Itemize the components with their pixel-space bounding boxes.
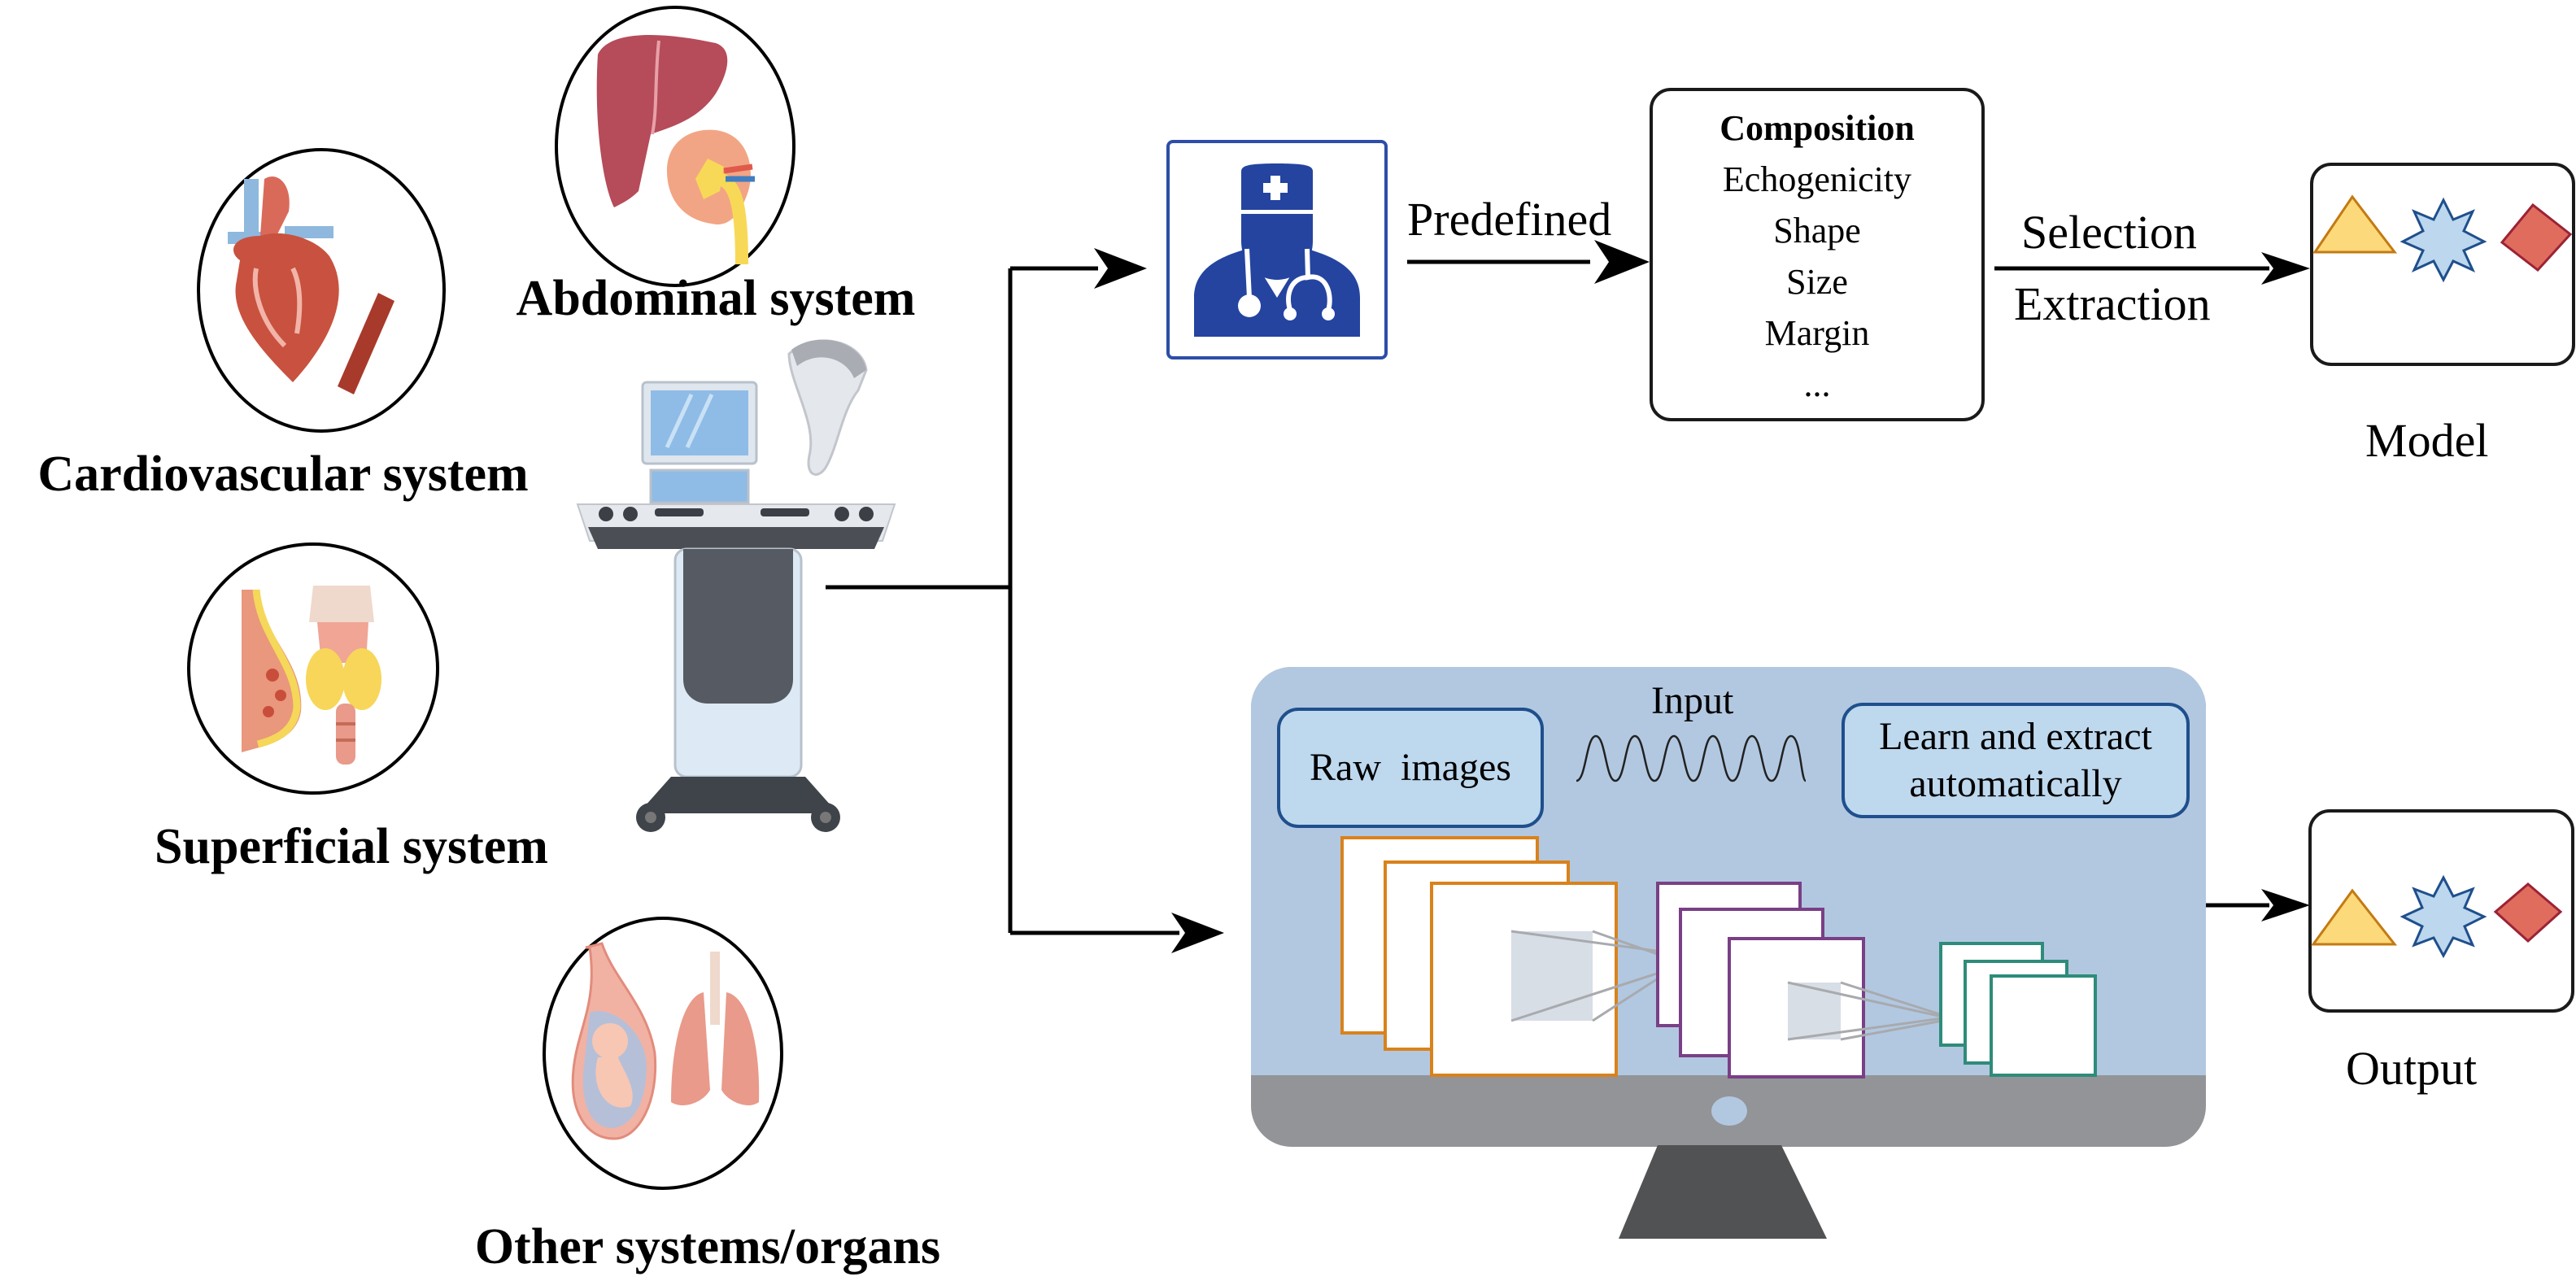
camera-dot (1711, 1096, 1747, 1126)
star-icon (2399, 197, 2487, 283)
other-systems-label: Other systems/organs (474, 1219, 941, 1274)
arrowhead-output (2261, 889, 2310, 922)
arrowhead-predefined (1594, 240, 1650, 284)
feature-item: Shape (1773, 211, 1861, 251)
pooling-region (1788, 983, 1841, 1039)
raw-images-label-box: Raw images (1277, 708, 1544, 828)
doctor-box (1166, 140, 1388, 359)
abdominal-system-label: Abdominal system (516, 271, 916, 326)
arrowhead-monitor (1171, 913, 1224, 953)
learn-extract-label-box: Learn and extract automatically (1842, 703, 2190, 818)
arrowhead-selection (2261, 252, 2310, 285)
star-icon (2399, 874, 2487, 959)
predefined-label: Predefined (1407, 193, 1612, 246)
feature-list-box: Composition Echogenicity Shape Size Marg… (1650, 88, 1985, 421)
model-box (2310, 163, 2575, 366)
liver-icon (596, 34, 728, 207)
diamond-icon (2493, 882, 2563, 943)
lungs-icon (671, 952, 760, 1106)
thyroid-icon (306, 586, 381, 765)
feature-item: Size (1786, 262, 1848, 302)
fetus-icon (571, 942, 657, 1140)
conv-kernel-region (1511, 931, 1593, 1021)
superficial-system-label: Superficial system (155, 819, 548, 874)
superficial-organs-circle (187, 542, 439, 795)
blood-vessel-icon (338, 293, 394, 394)
feature-item: Margin (1764, 313, 1870, 353)
kidney-icon (667, 129, 755, 265)
triangle-icon (2312, 194, 2398, 254)
heart-icon (228, 176, 339, 382)
result-shapes (2312, 194, 2573, 283)
input-wave-icon (1576, 734, 1807, 782)
cnn-layers-diagram (1340, 836, 2097, 1078)
diamond-icon (2500, 203, 2573, 272)
cardiovascular-system-label: Cardiovascular system (37, 447, 529, 502)
abdominal-organs-circle (555, 6, 795, 287)
extraction-label: Extraction (2014, 277, 2211, 330)
raw-images-label: Raw images (1310, 746, 1511, 789)
input-label: Input (1651, 679, 1734, 722)
triangle-icon (2311, 888, 2398, 946)
feature-item: Echogenicity (1722, 159, 1912, 199)
learn-label-line1: Learn and extract (1879, 715, 2152, 758)
selection-label: Selection (2021, 206, 2197, 259)
monitor-stand (1619, 1145, 1827, 1239)
ultrasound-machine-icon (576, 339, 896, 832)
breast-icon (242, 589, 302, 752)
doctor-icon (1194, 163, 1360, 337)
output-label: Output (2346, 1042, 2478, 1095)
other-organs-circle (543, 917, 783, 1190)
cardiovascular-organs-circle (197, 148, 446, 433)
result-shapes (2311, 874, 2563, 959)
model-label: Model (2365, 414, 2489, 467)
output-feature-map (1990, 974, 2097, 1077)
feature-item: ... (1803, 364, 1831, 404)
feature-title: Composition (1720, 108, 1915, 148)
learn-label-line2: automatically (1909, 762, 2122, 805)
arrowhead-doctor (1094, 248, 1147, 289)
output-box (2308, 809, 2574, 1013)
